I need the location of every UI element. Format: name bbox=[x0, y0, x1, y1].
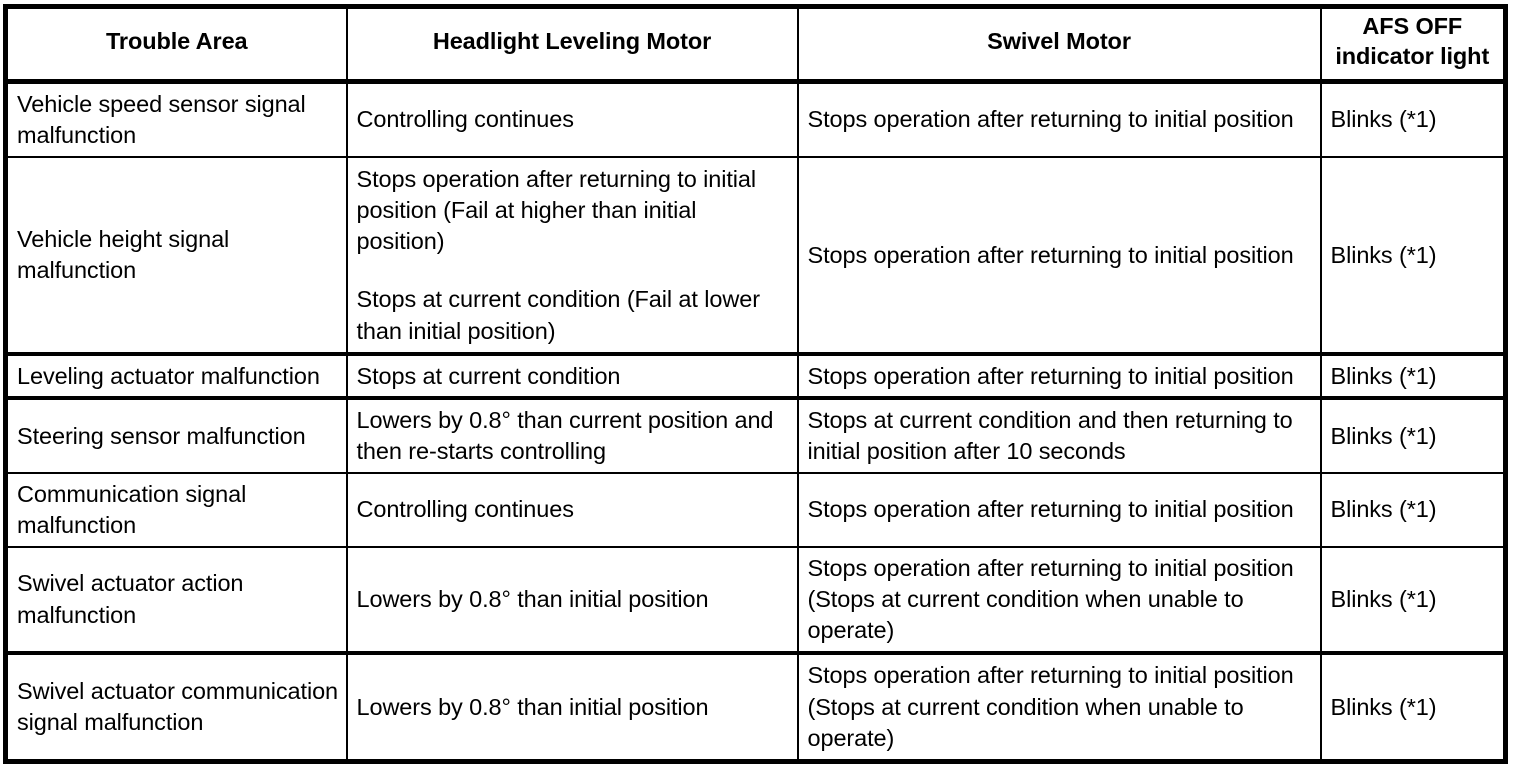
cell-trouble-area: Swivel actuator communication signal mal… bbox=[4, 652, 348, 763]
table-row: Leveling actuator malfunction Stops at c… bbox=[4, 353, 1507, 401]
trouble-area-text: Leveling actuator malfunction bbox=[17, 362, 320, 389]
table-header-row: Trouble Area Headlight Leveling Motor Sw… bbox=[4, 5, 1507, 85]
headlight-leveling-motor-text: Lowers by 0.8° than initial position bbox=[356, 693, 709, 720]
swivel-motor-text: Stops operation after returning to initi… bbox=[807, 496, 1294, 523]
trouble-area-text: Swivel actuator action malfunction bbox=[17, 570, 244, 628]
column-header-swivel-motor: Swivel Motor bbox=[796, 5, 1322, 85]
headlight-leveling-motor-text: Controlling continues bbox=[356, 106, 574, 133]
afs-off-indicator-light-text: Blinks (*1) bbox=[1330, 362, 1437, 389]
cell-trouble-area: Leveling actuator malfunction bbox=[4, 353, 348, 401]
afs-off-indicator-light-text: Blinks (*1) bbox=[1330, 585, 1437, 612]
cell-swivel-motor: Stops operation after returning to initi… bbox=[796, 472, 1322, 548]
afs-off-indicator-light-text: Blinks (*1) bbox=[1330, 422, 1437, 449]
cell-swivel-motor: Stops operation after returning to initi… bbox=[796, 155, 1322, 357]
column-header-afs-off-indicator-light: AFS OFF indicator light bbox=[1319, 5, 1507, 85]
cell-headlight-leveling-motor: Lowers by 0.8° than current position and… bbox=[345, 397, 799, 475]
cell-afs-off-indicator-light: Blinks (*1) bbox=[1319, 80, 1507, 158]
cell-swivel-motor: Stops operation after returning to initi… bbox=[796, 353, 1322, 401]
afs-off-indicator-light-text: Blinks (*1) bbox=[1330, 106, 1437, 133]
afs-off-indicator-light-text: Blinks (*1) bbox=[1330, 496, 1437, 523]
trouble-area-text: Vehicle height signal malfunction bbox=[17, 225, 230, 284]
cell-afs-off-indicator-light: Blinks (*1) bbox=[1319, 155, 1507, 357]
headlight-leveling-motor-para-1: Stops operation after returning to initi… bbox=[356, 165, 757, 255]
cell-swivel-motor: Stops operation after returning to initi… bbox=[796, 652, 1322, 763]
headlight-leveling-motor-text: Lowers by 0.8° than current position and… bbox=[356, 407, 774, 465]
table-row: Steering sensor malfunction Lowers by 0.… bbox=[4, 397, 1507, 475]
afs-off-indicator-light-text: Blinks (*1) bbox=[1330, 693, 1437, 720]
cell-afs-off-indicator-light: Blinks (*1) bbox=[1319, 397, 1507, 475]
trouble-area-text: Swivel actuator communication signal mal… bbox=[17, 677, 339, 736]
cell-headlight-leveling-motor: Lowers by 0.8° than initial position bbox=[345, 652, 799, 763]
cell-afs-off-indicator-light: Blinks (*1) bbox=[1319, 472, 1507, 548]
cell-headlight-leveling-motor: Lowers by 0.8° than initial position bbox=[345, 545, 799, 656]
headlight-leveling-motor-text: Controlling continues bbox=[356, 496, 574, 523]
trouble-area-text: Communication signal malfunction bbox=[17, 480, 247, 538]
cell-headlight-leveling-motor: Stops operation after returning to initi… bbox=[345, 155, 799, 357]
cell-afs-off-indicator-light: Blinks (*1) bbox=[1319, 353, 1507, 401]
cell-trouble-area: Swivel actuator action malfunction bbox=[4, 545, 348, 656]
afs-off-indicator-light-text: Blinks (*1) bbox=[1330, 241, 1437, 268]
cell-swivel-motor: Stops operation after returning to initi… bbox=[796, 545, 1322, 656]
cell-swivel-motor: Stops operation after returning to initi… bbox=[796, 80, 1322, 158]
cell-swivel-motor: Stops at current condition and then retu… bbox=[796, 397, 1322, 475]
afs-off-header-line2: indicator light bbox=[1335, 43, 1490, 70]
cell-headlight-leveling-motor: Stops at current condition bbox=[345, 353, 799, 401]
column-header-headlight-leveling-motor-label: Headlight Leveling Motor bbox=[432, 28, 712, 55]
headlight-leveling-motor-text: Lowers by 0.8° than initial position bbox=[356, 585, 709, 612]
column-header-swivel-motor-label: Swivel Motor bbox=[987, 28, 1131, 55]
cell-trouble-area: Communication signal malfunction bbox=[4, 472, 348, 548]
table-row: Swivel actuator communication signal mal… bbox=[4, 652, 1507, 763]
cell-afs-off-indicator-light: Blinks (*1) bbox=[1319, 545, 1507, 656]
afs-trouble-area-table: Trouble Area Headlight Leveling Motor Sw… bbox=[3, 4, 1508, 764]
swivel-motor-text: Stops operation after returning to initi… bbox=[807, 106, 1294, 133]
cell-trouble-area: Vehicle speed sensor signal malfunction bbox=[4, 80, 348, 158]
column-header-trouble-area-label: Trouble Area bbox=[105, 28, 248, 55]
trouble-area-text: Vehicle speed sensor signal malfunction bbox=[17, 90, 306, 149]
swivel-motor-text: Stops operation after returning to initi… bbox=[807, 241, 1294, 268]
headlight-leveling-motor-text: Stops operation after returning to initi… bbox=[348, 160, 797, 351]
swivel-motor-text: Stops operation after returning to initi… bbox=[807, 362, 1294, 389]
table-row: Communication signal malfunction Control… bbox=[4, 472, 1507, 548]
table-row: Swivel actuator action malfunction Lower… bbox=[4, 545, 1507, 656]
cell-trouble-area: Steering sensor malfunction bbox=[4, 397, 348, 475]
headlight-leveling-motor-text: Stops at current condition bbox=[356, 362, 621, 389]
headlight-leveling-motor-para-2: Stops at current condition (Fail at lowe… bbox=[356, 286, 761, 344]
cell-headlight-leveling-motor: Controlling continues bbox=[345, 472, 799, 548]
cell-afs-off-indicator-light: Blinks (*1) bbox=[1319, 652, 1507, 763]
swivel-motor-text: Stops operation after returning to initi… bbox=[807, 554, 1294, 644]
column-header-trouble-area: Trouble Area bbox=[4, 5, 348, 85]
table-row: Vehicle height signal malfunction Stops … bbox=[4, 155, 1507, 357]
column-header-headlight-leveling-motor: Headlight Leveling Motor bbox=[345, 5, 799, 85]
swivel-motor-text: Stops operation after returning to initi… bbox=[807, 662, 1294, 751]
swivel-motor-text: Stops at current condition and then retu… bbox=[807, 407, 1293, 465]
cell-trouble-area: Vehicle height signal malfunction bbox=[4, 155, 348, 357]
column-header-afs-off-indicator-light-label: AFS OFF indicator light bbox=[1322, 9, 1504, 79]
trouble-area-text: Steering sensor malfunction bbox=[17, 422, 306, 449]
table-row: Vehicle speed sensor signal malfunction … bbox=[4, 80, 1507, 158]
cell-headlight-leveling-motor: Controlling continues bbox=[345, 80, 799, 158]
afs-off-header-line1: AFS OFF bbox=[1362, 13, 1463, 39]
